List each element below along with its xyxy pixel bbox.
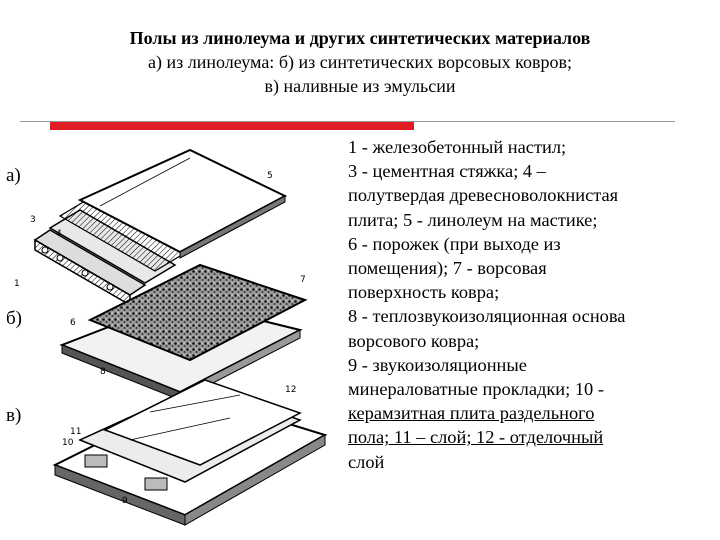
legend-line: минераловатные прокладки; 10 - — [348, 379, 604, 400]
num-c-9: 9 — [122, 496, 128, 506]
num-b-7: 7 — [300, 275, 306, 285]
diagram-b — [59, 263, 308, 401]
legend-line: слой — [348, 451, 385, 472]
slide-title: Полы из линолеума и других синтетических… — [0, 26, 720, 98]
legend-line: 6 - порожек (при выходе из — [348, 233, 561, 254]
num-a-5: 5 — [267, 171, 273, 181]
title-line-1: Полы из линолеума и других синтетических… — [129, 28, 591, 48]
legend-line: 1 - железобетонный настил; — [348, 137, 567, 157]
num-c-11: 11 — [70, 427, 81, 437]
legend-line: 8 - теплозвукоизоляционная основа — [348, 306, 626, 327]
title-line-3: в) наливные из эмульсии — [264, 76, 456, 96]
label-a: а) — [6, 165, 21, 186]
legend-line: 3 - цементная стяжка; 4 – — [348, 161, 546, 182]
title-line-2: а) из линолеума: б) из синтетических вор… — [148, 52, 572, 72]
floor-diagrams: 5 3 4 1 6 7 8 12 11 10 9 — [14, 148, 328, 526]
num-c-12: 12 — [285, 385, 296, 395]
diagram-a — [33, 148, 288, 307]
num-b-6: 6 — [70, 318, 76, 328]
legend-line: 9 - звукоизоляционные — [348, 354, 527, 375]
legend-line: пола; 11 – слой; 12 - отделочный — [348, 427, 604, 448]
legend-line: поверхность ковра; — [348, 282, 500, 303]
legend-text: 1 - железобетонный настил; 3 - цементная… — [348, 135, 718, 474]
diagram-c — [52, 379, 328, 526]
num-a-3: 3 — [30, 215, 36, 225]
accent-bar — [50, 122, 414, 130]
label-c: в) — [6, 405, 22, 426]
legend-line: полутвердая древесноволокнистая — [348, 185, 619, 206]
label-b: б) — [6, 308, 22, 329]
num-a-4: 4 — [56, 229, 62, 239]
num-b-8: 8 — [100, 367, 106, 377]
num-c-10: 10 — [62, 438, 74, 448]
legend-line: плита; 5 - линолеум на мастике; — [348, 209, 598, 230]
divider-line — [20, 121, 675, 122]
legend-line: керамзитная плита раздельного — [348, 403, 595, 424]
num-a-1: 1 — [14, 279, 20, 289]
legend-line: ворсового ковра; — [348, 330, 480, 351]
legend-line: помещения); 7 - ворсовая — [348, 258, 547, 279]
